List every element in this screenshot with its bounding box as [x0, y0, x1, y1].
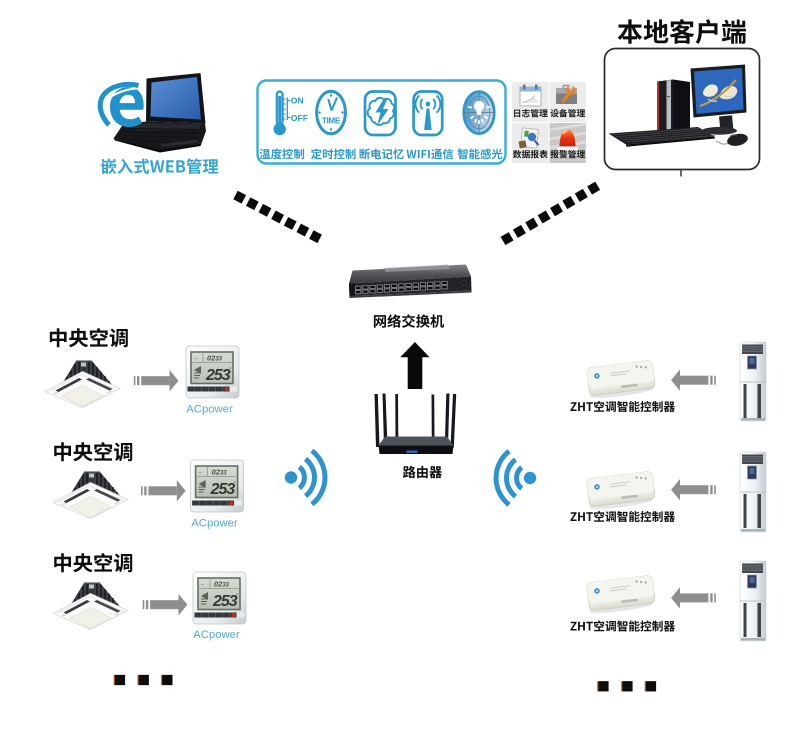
svg-text:–: – — [201, 582, 204, 588]
svg-text:ACpower: ACpower — [191, 518, 238, 530]
svg-text:ACpower: ACpower — [193, 629, 240, 641]
svg-text:°: ° — [229, 367, 231, 373]
svg-text:OFF: OFF — [291, 113, 308, 123]
svg-text:°: ° — [234, 481, 236, 487]
svg-text:253: 253 — [212, 593, 238, 610]
svg-text:ACpower: ACpower — [186, 404, 233, 416]
svg-text:–: – — [194, 356, 197, 362]
svg-text:ON: ON — [291, 96, 304, 106]
svg-text:–: – — [199, 470, 202, 476]
svg-text:0233: 0233 — [212, 468, 228, 477]
svg-text:253: 253 — [210, 481, 236, 498]
svg-text:TIME: TIME — [322, 117, 341, 126]
svg-text:0233: 0233 — [207, 354, 223, 363]
svg-text:0233: 0233 — [214, 580, 230, 589]
svg-text:°: ° — [236, 593, 238, 599]
svg-text:253: 253 — [205, 367, 231, 384]
